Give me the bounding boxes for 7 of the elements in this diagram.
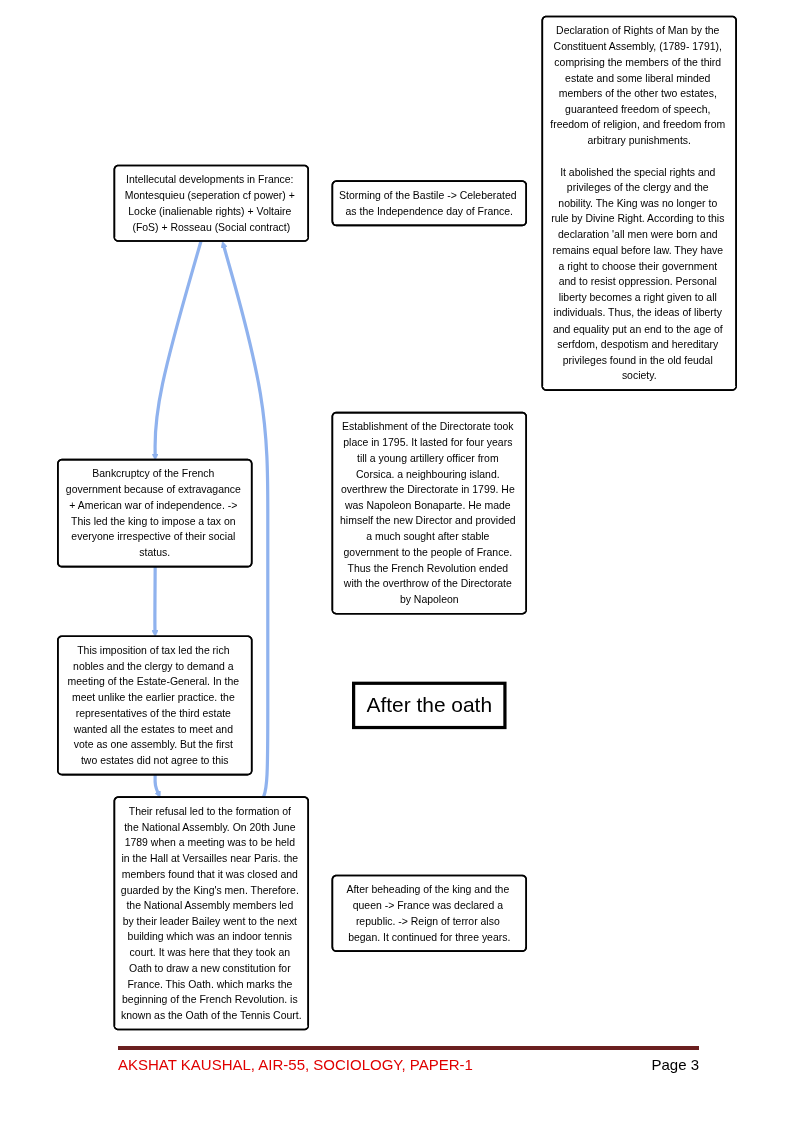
footer-text: AKSHAT KAUSHAL, AIR-55, SOCIOLOGY, PAPER-1 [118, 1056, 473, 1073]
node-box: After the oath [352, 681, 507, 730]
arrow [151, 567, 159, 637]
arrow [220, 241, 270, 798]
arrow [153, 774, 161, 798]
arrow [151, 241, 203, 461]
page-number: Page 3 [651, 1056, 699, 1073]
